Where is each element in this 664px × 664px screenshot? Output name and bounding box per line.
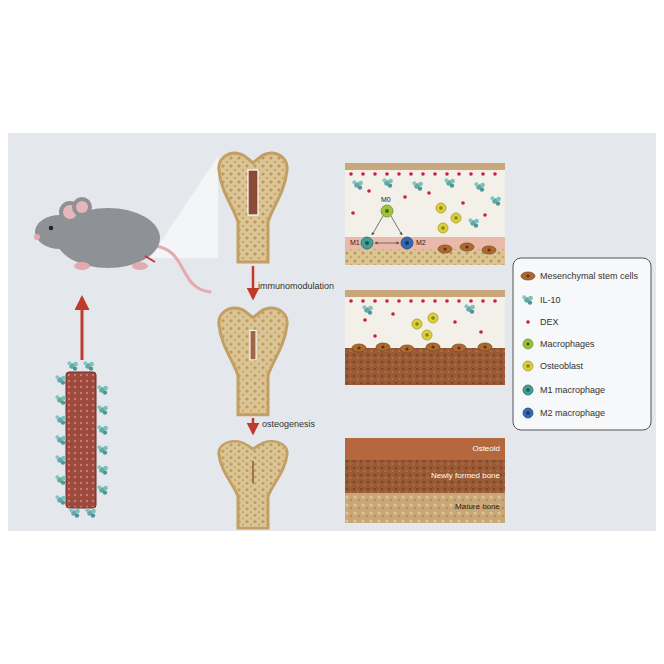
- cell-label: M0: [381, 196, 391, 204]
- layer-label: Newly formed bone: [431, 471, 500, 480]
- legend-text: Osteoblast: [540, 361, 646, 371]
- layer-label: Osteoid: [472, 444, 500, 453]
- legend-text: M2 macrophage: [540, 408, 646, 418]
- legend-text: Mesenchymal stem cells: [540, 271, 646, 281]
- cell-label: M1: [350, 239, 360, 247]
- legend-text: M1 macrophage: [540, 385, 646, 395]
- cell-label: M2: [416, 239, 426, 247]
- process-label: osteogenesis: [262, 419, 315, 429]
- layer-label: Mature bone: [455, 502, 500, 511]
- legend-text: DEX: [540, 317, 646, 327]
- process-label: immunomodulation: [258, 281, 334, 291]
- legend-text: IL-10: [540, 295, 646, 305]
- legend-text: Macrophages: [540, 339, 646, 349]
